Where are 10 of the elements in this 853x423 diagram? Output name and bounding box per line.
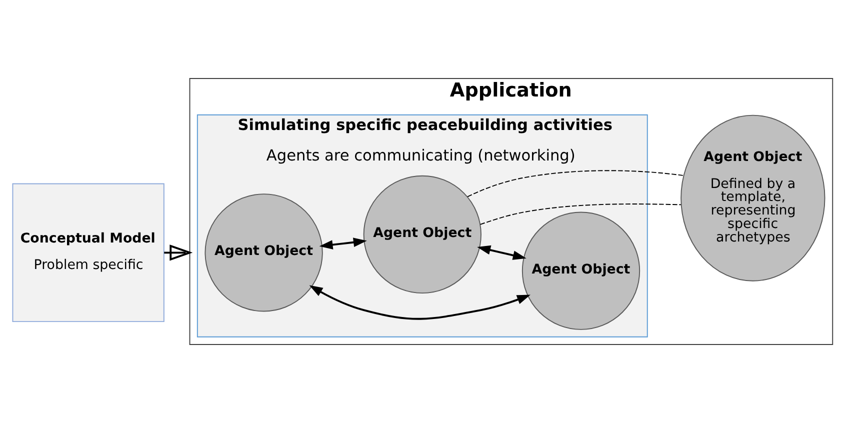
arrow	[309, 285, 530, 320]
node-circle: Agent Object	[363, 175, 482, 294]
node-circle: Agent Object	[522, 212, 640, 330]
node-ellipse: Agent Object Defined by a template, representing specific archetypes	[680, 114, 826, 282]
connector	[467, 170, 684, 198]
arrow	[319, 238, 367, 250]
node-box: Conceptual Model Problem specific	[12, 183, 164, 322]
connector	[480, 204, 682, 225]
arrow	[164, 244, 193, 261]
arrow	[477, 245, 526, 260]
